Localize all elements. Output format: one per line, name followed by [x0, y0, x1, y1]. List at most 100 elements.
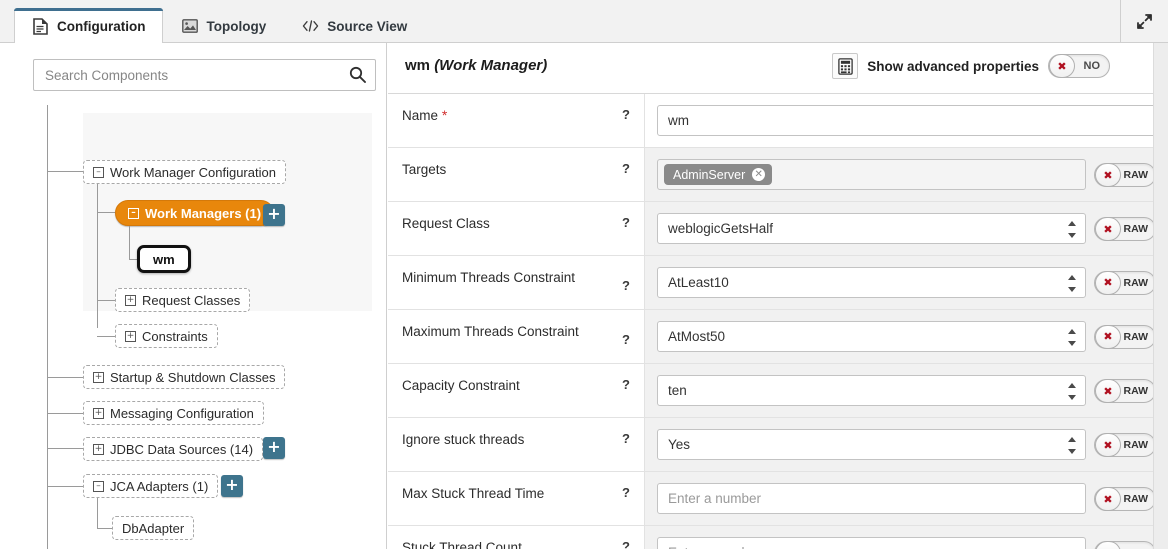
collapse-minus-icon[interactable]: – [93, 166, 104, 178]
ignore-stuck-threads-select[interactable]: Yes [657, 429, 1086, 460]
name-input-value: wm [668, 113, 689, 128]
property-control-cell: Enter a number ✖ RAW [645, 526, 1168, 549]
raw-toggle-minimum-threads-constraint[interactable]: ✖ RAW [1094, 270, 1156, 295]
tab-topology[interactable]: Topology [163, 8, 284, 43]
help-icon[interactable]: ? [622, 485, 630, 500]
maximum-threads-constraint-select[interactable]: AtMost50 [657, 321, 1086, 352]
tree-node-dbadapter[interactable]: DbAdapter [112, 516, 195, 540]
add-work-manager-button[interactable]: + [263, 204, 285, 226]
property-label-cell: ? Max Stuck Thread Time [388, 472, 645, 525]
expand-plus-icon[interactable]: + [93, 443, 104, 455]
code-icon [302, 18, 319, 35]
tree-node-wm[interactable]: wm [137, 245, 191, 273]
tree-node-work-manager-configuration[interactable]: – Work Manager Configuration [83, 160, 286, 184]
advanced-properties-control: Show advanced properties ✖ NO [832, 53, 1110, 79]
collapse-minus-icon[interactable]: – [128, 207, 139, 219]
toggle-x-icon: ✖ [1095, 270, 1121, 295]
tree-connector [129, 259, 137, 260]
spinner-arrows-icon [1067, 221, 1076, 238]
help-icon[interactable]: ? [622, 431, 630, 446]
help-icon[interactable]: ? [622, 215, 630, 230]
property-label-cell: ? Maximum Threads Constraint [388, 310, 645, 363]
expand-icon[interactable] [1120, 0, 1168, 42]
name-input[interactable]: wm [657, 105, 1156, 136]
property-label: Name [402, 108, 439, 123]
calculator-icon[interactable] [832, 53, 859, 79]
help-icon[interactable]: ? [622, 278, 630, 293]
add-jdbc-data-source-button[interactable]: + [263, 437, 285, 459]
property-label-cell: ? Ignore stuck threads [388, 418, 645, 471]
raw-toggle-targets[interactable]: ✖ RAW [1094, 163, 1156, 187]
expand-plus-icon[interactable]: + [93, 407, 104, 419]
add-jca-adapter-button[interactable]: + [221, 475, 243, 497]
property-row-targets: ? Targets AdminServer ✕ ✖ RAW [388, 148, 1168, 202]
help-icon[interactable]: ? [622, 377, 630, 392]
capacity-constraint-select[interactable]: ten [657, 375, 1086, 406]
toggle-x-icon: ✖ [1095, 324, 1121, 349]
tree-connector [97, 212, 115, 213]
raw-toggle-ignore-stuck-threads[interactable]: ✖ RAW [1094, 433, 1156, 457]
tree-node-work-managers[interactable]: – Work Managers (1) [115, 200, 275, 226]
close-icon[interactable]: ✕ [752, 168, 766, 181]
raw-toggle-max-stuck-thread-time[interactable]: ✖ RAW [1094, 487, 1156, 511]
page-title-type: (Work Manager) [434, 57, 548, 74]
spinner-arrows-icon [1067, 383, 1076, 400]
toggle-x-icon: ✖ [1095, 379, 1121, 403]
property-control-cell: AdminServer ✕ ✖ RAW [645, 148, 1168, 201]
tree-node-jdbc-data-sources[interactable]: + JDBC Data Sources (14) [83, 437, 264, 461]
tree-node-label: wm [153, 251, 175, 267]
property-label-cell: ? Name * [388, 94, 645, 147]
search-input[interactable] [33, 59, 376, 91]
tab-source-view[interactable]: Source View [284, 8, 425, 43]
tree-connector [97, 498, 98, 528]
ignore-stuck-threads-value: Yes [668, 437, 691, 452]
target-chip-label: AdminServer [673, 167, 746, 182]
stuck-thread-count-input[interactable]: Enter a number [657, 537, 1086, 549]
expand-plus-icon[interactable]: + [93, 371, 104, 383]
advanced-properties-toggle[interactable]: ✖ NO [1048, 54, 1110, 78]
tree-node-startup-shutdown-classes[interactable]: + Startup & Shutdown Classes [83, 365, 286, 389]
tree-node-label: JDBC Data Sources (14) [110, 441, 254, 457]
max-stuck-thread-time-input[interactable]: Enter a number [657, 483, 1086, 514]
collapse-minus-icon[interactable]: – [93, 480, 104, 492]
tree-connector [47, 486, 83, 487]
raw-toggle-stuck-thread-count[interactable]: ✖ RAW [1094, 541, 1156, 549]
property-label-cell: ? Capacity Constraint [388, 364, 645, 417]
property-control-cell: Enter a number ✖ RAW [645, 472, 1168, 525]
tree-connector [47, 171, 83, 172]
targets-input[interactable]: AdminServer ✕ [657, 159, 1086, 190]
vertical-scrollbar[interactable] [1153, 43, 1168, 549]
target-chip-adminserver[interactable]: AdminServer ✕ [664, 164, 773, 185]
help-icon[interactable]: ? [622, 161, 630, 176]
toggle-x-icon: ✖ [1049, 54, 1075, 78]
spinner-arrows-icon [1067, 275, 1076, 292]
help-icon[interactable]: ? [622, 539, 630, 549]
tree-connector [97, 528, 112, 529]
tree-connector [97, 300, 115, 301]
raw-toggle-label: RAW [1123, 385, 1149, 397]
raw-toggle-maximum-threads-constraint[interactable]: ✖ RAW [1094, 324, 1156, 349]
raw-toggle-capacity-constraint[interactable]: ✖ RAW [1094, 379, 1156, 403]
search-box [33, 59, 376, 91]
tree-node-jca-adapters[interactable]: – JCA Adapters (1) [83, 474, 219, 498]
required-marker: * [438, 107, 448, 123]
toggle-x-icon: ✖ [1095, 433, 1121, 457]
expand-plus-icon[interactable]: + [125, 330, 136, 342]
request-class-select[interactable]: weblogicGetsHalf [657, 213, 1086, 244]
help-icon[interactable]: ? [622, 332, 630, 347]
tab-configuration[interactable]: Configuration [14, 8, 164, 44]
details-panel: wm (Work Manager) [388, 43, 1168, 549]
tree-node-messaging-configuration[interactable]: + Messaging Configuration [83, 401, 264, 425]
minimum-threads-constraint-select[interactable]: AtLeast10 [657, 267, 1086, 298]
tree-node-constraints[interactable]: + Constraints [115, 324, 218, 348]
component-tree-scroll[interactable]: – Work Manager Configuration – Work Mana… [0, 105, 386, 549]
raw-toggle-label: RAW [1123, 330, 1149, 343]
raw-toggle-request-class[interactable]: ✖ RAW [1094, 217, 1156, 241]
property-label: Stuck Thread Count [402, 540, 522, 549]
expand-plus-icon[interactable]: + [125, 294, 136, 306]
help-icon[interactable]: ? [622, 107, 630, 122]
property-row-ignore-stuck-threads: ? Ignore stuck threads Yes ✖ RAW [388, 418, 1168, 472]
tree-node-request-classes[interactable]: + Request Classes [115, 288, 251, 312]
property-row-stuck-thread-count: ? Stuck Thread Count Enter a number ✖ RA… [388, 526, 1168, 549]
